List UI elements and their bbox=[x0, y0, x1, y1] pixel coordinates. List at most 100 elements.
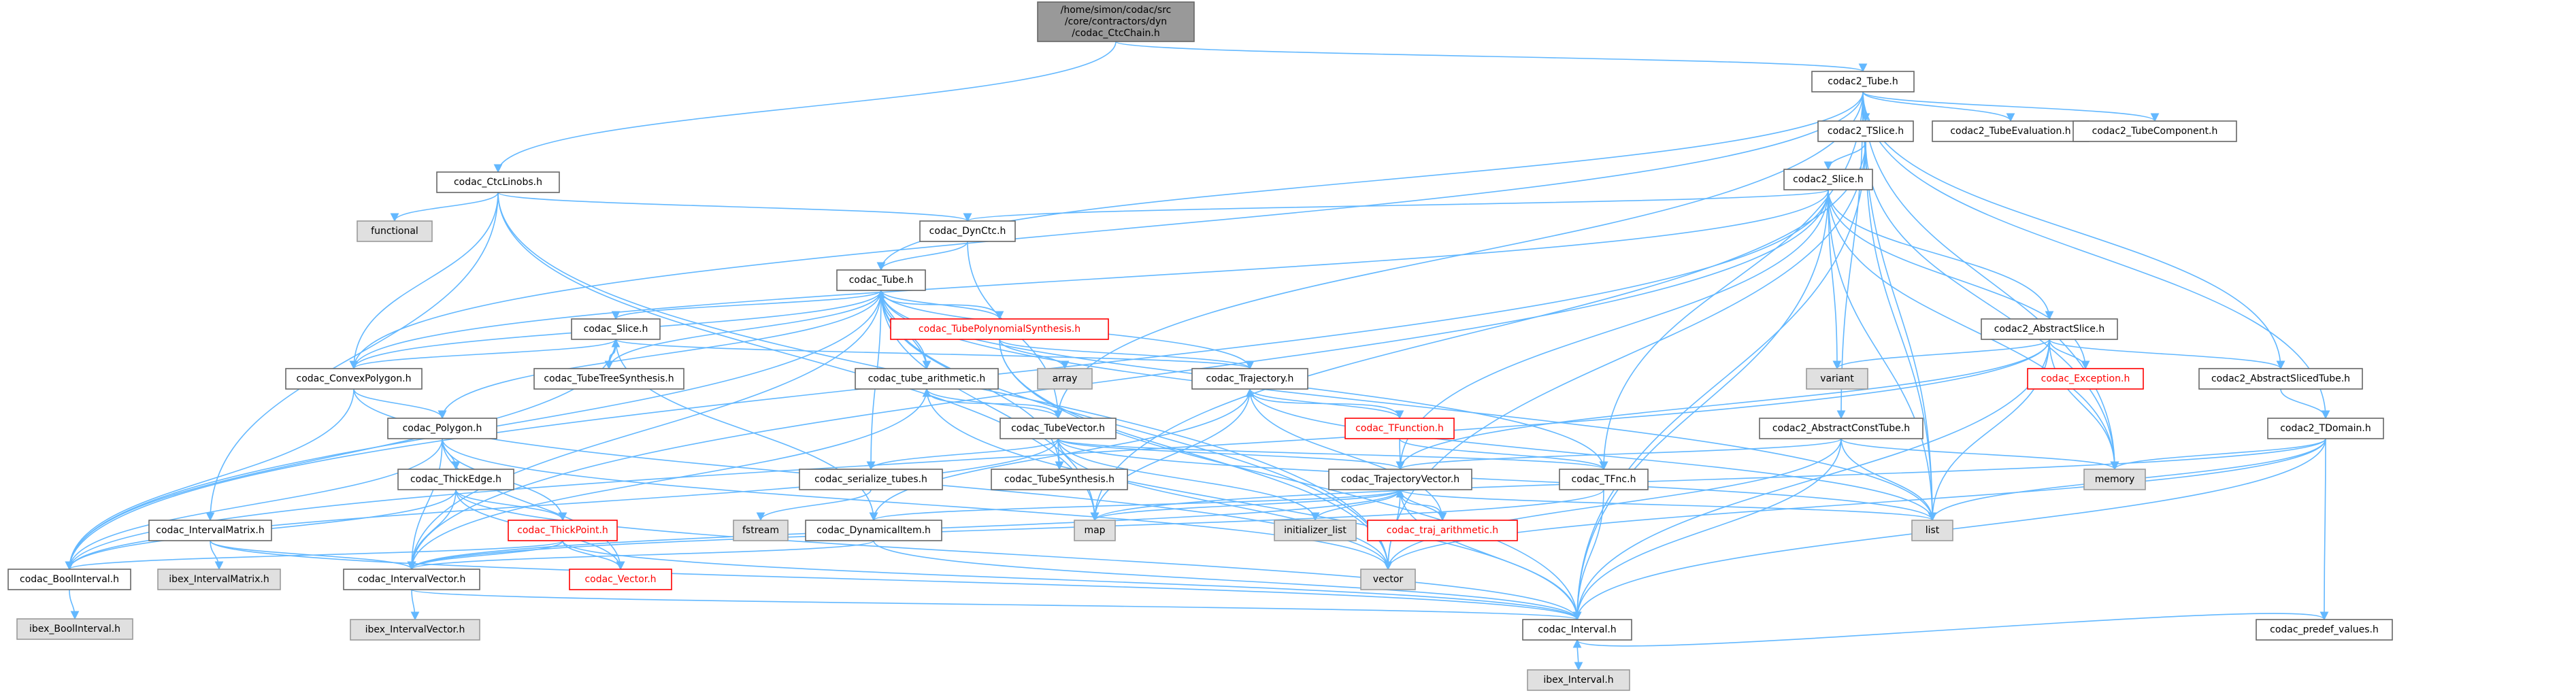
node-label: codac2_AbstractSlice.h bbox=[1994, 324, 2104, 335]
dependency-arrow bbox=[1572, 489, 1604, 621]
node-label: codac_ThickEdge.h bbox=[410, 474, 501, 485]
node-box bbox=[1783, 169, 1873, 190]
node-box bbox=[855, 368, 999, 390]
graph-node-intervalmatrix[interactable]: codac_IntervalMatrix.h bbox=[148, 520, 272, 541]
graph-node-intervalvector[interactable]: codac_IntervalVector.h bbox=[343, 569, 480, 590]
node-label: codac_TubeSynthesis.h bbox=[1004, 474, 1114, 485]
graph-node-list: list bbox=[1911, 520, 1953, 541]
node-box bbox=[7, 569, 131, 590]
dependency-arrow bbox=[1862, 91, 2119, 471]
node-box bbox=[1806, 368, 1868, 390]
graph-node-convexpoly[interactable]: codac_ConvexPolygon.h bbox=[285, 368, 423, 390]
graph-node-trajarith[interactable]: codac_traj_arithmetic.h bbox=[1367, 520, 1518, 541]
node-label: codac_Slice.h bbox=[584, 324, 648, 335]
node-box bbox=[1074, 520, 1116, 541]
graph-node-tube[interactable]: codac_Tube.h bbox=[836, 269, 926, 291]
graph-node-tubeeval[interactable]: codac2_TubeEvaluation.h bbox=[1932, 120, 2090, 142]
graph-node-polygon[interactable]: codac_Polygon.h bbox=[387, 418, 497, 439]
node-label: codac_Vector.h bbox=[584, 574, 656, 585]
graph-node-dynctc[interactable]: codac_DynCtc.h bbox=[919, 220, 1016, 242]
dependency-arrow bbox=[353, 388, 447, 420]
dependency-arrow bbox=[1840, 438, 2119, 471]
node-box bbox=[1360, 569, 1416, 590]
dependency-arrow bbox=[999, 339, 1393, 571]
graph-node-predef[interactable]: codac_predef_values.h bbox=[2256, 619, 2393, 641]
node-label: ibex_IntervalVector.h bbox=[365, 624, 465, 635]
dependency-arrow bbox=[407, 540, 563, 571]
dependency-arrow bbox=[1383, 141, 1866, 571]
dependency-arrow bbox=[1245, 388, 1400, 419]
graph-node-thickedge[interactable]: codac_ThickEdge.h bbox=[397, 469, 514, 490]
node-label: codac2_TubeEvaluation.h bbox=[1950, 126, 2070, 137]
graph-node-codac2-tube[interactable]: codac2_Tube.h bbox=[1811, 71, 1915, 92]
graph-node-tubecomp[interactable]: codac2_TubeComponent.h bbox=[2073, 120, 2237, 142]
node-label: codac_tube_arithmetic.h bbox=[868, 373, 986, 384]
graph-node-slice[interactable]: codac_Slice.h bbox=[571, 318, 661, 340]
graph-node-tubesynth[interactable]: codac_TubeSynthesis.h bbox=[991, 469, 1128, 490]
graph-node-dynamicalitem[interactable]: codac_DynamicalItem.h bbox=[805, 520, 942, 541]
dependency-arrow bbox=[349, 189, 1829, 370]
graph-node-codac2-tslice[interactable]: codac2_TSlice.h bbox=[1817, 120, 1914, 142]
node-label: /codac_CtcChain.h bbox=[1072, 28, 1159, 39]
graph-node-tdomain[interactable]: codac2_TDomain.h bbox=[2267, 418, 2384, 439]
dependency-arrow bbox=[1840, 438, 1937, 522]
node-label: codac_Trajectory.h bbox=[1206, 373, 1294, 384]
dependency-arrow bbox=[876, 241, 968, 271]
graph-node-interval[interactable]: codac_Interval.h bbox=[1522, 619, 1632, 641]
node-label: codac_TubePolynomialSynthesis.h bbox=[919, 324, 1080, 335]
dependency-arrow bbox=[493, 41, 1117, 173]
dependency-arrow bbox=[1572, 141, 1866, 621]
graph-node-trajectory[interactable]: codac_Trajectory.h bbox=[1191, 368, 1308, 390]
dependency-arrow bbox=[873, 540, 1582, 621]
dependency-arrow bbox=[1057, 438, 1320, 522]
dependency-arrow bbox=[1090, 141, 1866, 522]
graph-node-ctclinobs[interactable]: codac_CtcLinobs.h bbox=[436, 171, 560, 193]
dependency-arrow bbox=[1396, 438, 1842, 471]
dependency-arrow bbox=[1572, 613, 2325, 648]
node-label: codac2_TDomain.h bbox=[2280, 423, 2371, 434]
dependency-arrow bbox=[2049, 339, 2119, 471]
dependency-arrow bbox=[1862, 91, 2015, 122]
graph-node-codac2-slice[interactable]: codac2_Slice.h bbox=[1783, 169, 1873, 190]
graph-node-abstractsliced[interactable]: codac2_AbstractSlicedTube.h bbox=[2198, 368, 2363, 390]
graph-node-serialize[interactable]: codac_serialize_tubes.h bbox=[799, 469, 943, 490]
graph-node-tubetree[interactable]: codac_TubeTreeSynthesis.h bbox=[533, 368, 684, 390]
dependency-arrow bbox=[999, 339, 1070, 370]
dependency-arrow bbox=[876, 91, 1864, 271]
dependency-arrow bbox=[349, 339, 616, 370]
dependency-arrow bbox=[611, 290, 882, 320]
node-label: ibex_Interval.h bbox=[1543, 675, 1613, 686]
node-box bbox=[1367, 520, 1518, 541]
node-box bbox=[343, 569, 480, 590]
node-box bbox=[148, 520, 272, 541]
graph-node-abstractconst[interactable]: codac2_AbstractConstTube.h bbox=[1759, 418, 1923, 439]
dependency-arrow bbox=[349, 91, 1864, 370]
node-label: codac_TFnc.h bbox=[1572, 474, 1636, 485]
node-box bbox=[1981, 318, 2118, 340]
graph-node-tubepoly[interactable]: codac_TubePolynomialSynthesis.h bbox=[890, 318, 1109, 340]
graph-node-boolinterval[interactable]: codac_BoolInterval.h bbox=[7, 569, 131, 590]
node-label: codac_serialize_tubes.h bbox=[814, 474, 927, 485]
dependency-arrow bbox=[407, 489, 457, 571]
node-label: codac_Tube.h bbox=[849, 275, 914, 286]
dependency-arrow bbox=[407, 388, 927, 571]
graph-node-abstractslice[interactable]: codac2_AbstractSlice.h bbox=[1981, 318, 2118, 340]
graph-node-tubevector[interactable]: codac_TubeVector.h bbox=[1000, 418, 1117, 439]
node-label: codac_TFunction.h bbox=[1355, 423, 1444, 434]
graph-node-vector-cls[interactable]: codac_Vector.h bbox=[569, 569, 672, 590]
node-box bbox=[569, 569, 672, 590]
graph-node-tfunction[interactable]: codac_TFunction.h bbox=[1344, 418, 1455, 439]
graph-node-tfnc[interactable]: codac_TFnc.h bbox=[1559, 469, 1649, 490]
graph-node-tubearith[interactable]: codac_tube_arithmetic.h bbox=[855, 368, 999, 390]
dependency-arrow bbox=[866, 438, 1059, 471]
dependency-arrow bbox=[407, 438, 443, 571]
node-box bbox=[350, 619, 480, 641]
graph-node-thickpoint[interactable]: codac_ThickPoint.h bbox=[508, 520, 618, 541]
node-label: codac_DynamicalItem.h bbox=[816, 525, 931, 536]
node-box bbox=[1000, 418, 1117, 439]
dependency-arrow bbox=[1928, 339, 2050, 522]
dependency-arrow bbox=[1057, 438, 1608, 471]
graph-node-trajvector[interactable]: codac_TrajectoryVector.h bbox=[1328, 469, 1472, 490]
graph-node-exception[interactable]: codac_Exception.h bbox=[2027, 368, 2144, 390]
node-label: array bbox=[1053, 373, 1078, 384]
